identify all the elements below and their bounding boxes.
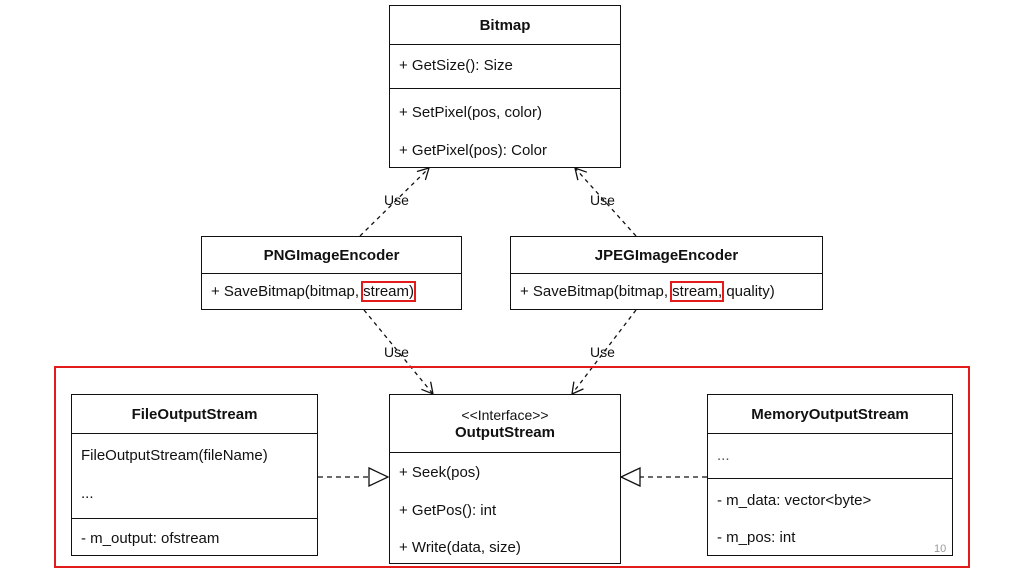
class-name: OutputStream (454, 424, 555, 441)
output-stream-group-highlight (54, 366, 970, 568)
methods-section: FileOutputStream(fileName) ... (72, 436, 317, 519)
class-header: MemoryOutputStream (708, 395, 952, 434)
member: FileOutputStream(fileName) (81, 446, 268, 464)
methods-section: + SaveBitmap(bitmap, stream) (202, 274, 461, 309)
member: ... (717, 446, 730, 464)
methods-section: + SaveBitmap(bitmap, stream, quality) (511, 274, 822, 309)
method-text: + SaveBitmap(bitmap, (520, 283, 673, 300)
member: + SetPixel(pos, color) (399, 103, 542, 121)
use-label: Use (590, 192, 615, 208)
page-number: 10 (934, 543, 947, 555)
use-label: Use (384, 344, 409, 360)
member: - m_pos: int (717, 528, 796, 546)
member: + GetPixel(pos): Color (399, 141, 547, 159)
class-png-image-encoder[interactable]: PNGImageEncoder + SaveBitmap(bitmap, str… (201, 236, 462, 310)
member: + SaveBitmap(bitmap, stream, quality) (511, 274, 822, 309)
class-name: MemoryOutputStream (751, 405, 909, 423)
member: - m_output: ofstream (81, 529, 220, 547)
class-name: JPEGImageEncoder (594, 246, 739, 264)
class-file-output-stream[interactable]: FileOutputStream FileOutputStream(fileNa… (71, 394, 318, 556)
fields-section: - m_output: ofstream (72, 519, 317, 557)
use-label: Use (384, 192, 409, 208)
class-header: JPEGImageEncoder (511, 237, 822, 274)
stream-param-highlight: stream, (670, 281, 725, 302)
member: + Seek(pos) (399, 463, 481, 481)
member: ... (81, 484, 94, 502)
member: + GetPos(): int (399, 501, 497, 519)
attributes-section: + GetSize(): Size (390, 45, 620, 89)
fields-section: - m_data: vector<byte> - m_pos: int (708, 481, 952, 555)
methods-section: + Seek(pos) + GetPos(): int + Write(data… (390, 453, 620, 565)
method-text: quality) (722, 283, 775, 300)
methods-section: ... (708, 434, 952, 479)
member: + Write(data, size) (399, 538, 521, 556)
method-text: + SaveBitmap(bitmap, (211, 283, 364, 300)
member: - m_data: vector<byte> (717, 491, 872, 509)
class-name: FileOutputStream (131, 405, 258, 423)
class-header: <<Interface>> OutputStream (390, 395, 620, 453)
member: + GetSize(): Size (399, 57, 513, 74)
class-header: FileOutputStream (72, 395, 317, 434)
interface-output-stream[interactable]: <<Interface>> OutputStream + Seek(pos) +… (389, 394, 621, 564)
class-name: PNGImageEncoder (263, 246, 400, 264)
class-memory-output-stream[interactable]: MemoryOutputStream ... - m_data: vector<… (707, 394, 953, 556)
stereotype: <<Interface>> (461, 407, 549, 423)
use-label: Use (590, 344, 615, 360)
member: + SaveBitmap(bitmap, stream) (202, 274, 461, 309)
class-name: Bitmap (479, 16, 531, 34)
class-header: Bitmap (390, 6, 620, 45)
stream-param-highlight: stream) (361, 281, 416, 302)
class-header: PNGImageEncoder (202, 237, 461, 274)
class-jpeg-image-encoder[interactable]: JPEGImageEncoder + SaveBitmap(bitmap, st… (510, 236, 823, 310)
methods-section: + SetPixel(pos, color) + GetPixel(pos): … (390, 93, 620, 169)
class-bitmap[interactable]: Bitmap + GetSize(): Size + SetPixel(pos,… (389, 5, 621, 168)
